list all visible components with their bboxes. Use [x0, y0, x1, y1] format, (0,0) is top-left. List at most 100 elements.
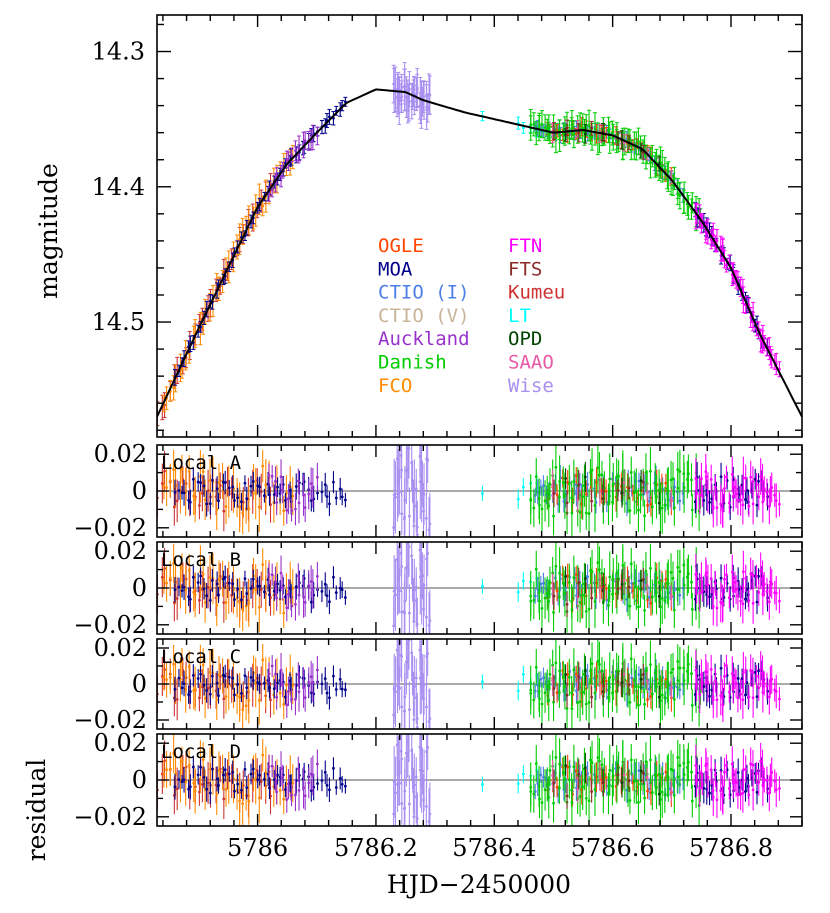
residual-point-danish: [637, 780, 640, 825]
residual-point-danish: [682, 462, 686, 513]
residual-point-wise: [403, 466, 407, 535]
residual-point-ftn: [751, 582, 755, 624]
residual-point-auckland: [279, 555, 283, 591]
residual-point-fco: [241, 491, 245, 535]
residual-point-ftn: [711, 489, 715, 528]
residual-point-danish: [543, 480, 547, 522]
residual-point-ftn: [715, 489, 719, 526]
residual-point-fco: [187, 749, 191, 783]
residual-point-danish: [632, 758, 636, 804]
residual-point-moa: [334, 682, 338, 697]
residual-point-danish: [545, 669, 549, 703]
residual-point-auckland: [303, 493, 307, 523]
residual-point-ctioi: [533, 683, 537, 699]
residual-point-danish: [690, 493, 694, 527]
residual-point-auckland: [279, 652, 283, 688]
residual-point-ctioi: [542, 475, 545, 497]
residual-point-wise: [400, 782, 404, 825]
residual-point-danish: [532, 681, 536, 719]
data-point-danish: [534, 121, 539, 146]
residual-point-ctioi: [586, 564, 589, 590]
residual-point-moa: [236, 487, 240, 508]
residual-point-danish: [629, 456, 633, 489]
residual-point-danish: [578, 681, 582, 722]
residual-point-danish: [584, 594, 588, 629]
residual-point-danish: [587, 775, 591, 826]
residual-point-moa: [343, 590, 347, 605]
residual-point-ftn: [774, 575, 778, 611]
residual-point-danish: [628, 688, 632, 716]
y-axis-label-residual: residual: [22, 759, 51, 862]
residual-point-danish: [529, 570, 533, 622]
data-point-auckland: [303, 131, 308, 150]
residual-point-moa: [205, 491, 209, 517]
residual-point-moa: [251, 759, 255, 779]
residual-point-ctioi: [536, 479, 540, 505]
residual-point-auckland: [279, 459, 283, 495]
residual-point-ftn: [706, 564, 710, 606]
residual-point-kumeu: [259, 473, 263, 510]
residual-point-ftn: [755, 473, 758, 497]
residual-point-lt: [481, 674, 484, 690]
residual-point-moa: [202, 577, 206, 600]
residual-point-ftn: [713, 762, 717, 788]
residual-point-danish: [611, 462, 615, 505]
residual-point-wise: [396, 545, 400, 614]
residual-point-danish: [545, 767, 549, 802]
residual-point-ogle: [574, 565, 578, 584]
residual-point-ftn: [755, 564, 758, 588]
residual-point-ftn: [734, 669, 738, 698]
residual-point-fco: [165, 751, 168, 789]
residual-point-danish: [611, 754, 615, 797]
residual-point-wise: [420, 460, 424, 508]
residual-point-moa: [320, 769, 324, 792]
residual-point-moa: [180, 485, 184, 500]
residual-point-moa: [340, 775, 344, 793]
residual-point-ftn: [727, 491, 731, 514]
residual-point-danish: [532, 775, 536, 813]
residual-point-auckland: [297, 671, 301, 712]
residual-point-moa: [256, 770, 260, 789]
residual-point-moa: [262, 772, 266, 787]
residual-point-danish: [655, 570, 658, 615]
residual-point-danish: [608, 744, 612, 796]
residual-point-ftn: [733, 476, 737, 499]
residual-point-ftn: [734, 767, 738, 797]
residual-point-moa: [217, 777, 220, 794]
residual-point-ogle: [574, 467, 578, 485]
residual-point-moa: [208, 683, 212, 706]
residual-point-moa: [227, 480, 231, 496]
residual-point-auckland: [296, 468, 300, 494]
residual-point-fco: [193, 572, 197, 618]
residual-point-moa: [258, 764, 262, 786]
residual-point-lt: [481, 578, 484, 594]
residual-point-moa: [245, 676, 249, 700]
residual-point-moa: [188, 586, 192, 612]
main-data-points: [157, 62, 802, 427]
residual-point-kumeu: [197, 491, 201, 520]
residual-point-wise: [415, 597, 419, 634]
residual-point-ftn: [736, 485, 740, 515]
residual-point-ftn: [698, 574, 702, 612]
residual-point-moa: [245, 581, 249, 606]
residual-point-ftn: [762, 671, 766, 696]
residual-point-fco: [162, 664, 166, 691]
residual-point-kumeu: [197, 586, 201, 615]
residual-point-ftn: [721, 687, 725, 722]
residual-point-moa: [199, 758, 202, 776]
legend-entry-ftn: FTN: [508, 235, 542, 257]
residual-point-saao: [622, 469, 626, 497]
residual-point-fts: [577, 567, 581, 598]
residual-point-ftn: [723, 662, 726, 691]
residual-point-ogle: [631, 582, 635, 599]
residual-point-auckland: [287, 676, 290, 707]
residual-point-ftn: [723, 474, 726, 503]
residual-point-auckland: [302, 576, 305, 618]
residual-point-saao: [598, 670, 602, 699]
residual-point-opd: [639, 469, 643, 492]
residual-point-danish: [690, 784, 694, 818]
residual-point-moa: [233, 592, 236, 607]
residual-point-ftn: [730, 554, 734, 591]
residual-point-fco: [172, 543, 176, 584]
